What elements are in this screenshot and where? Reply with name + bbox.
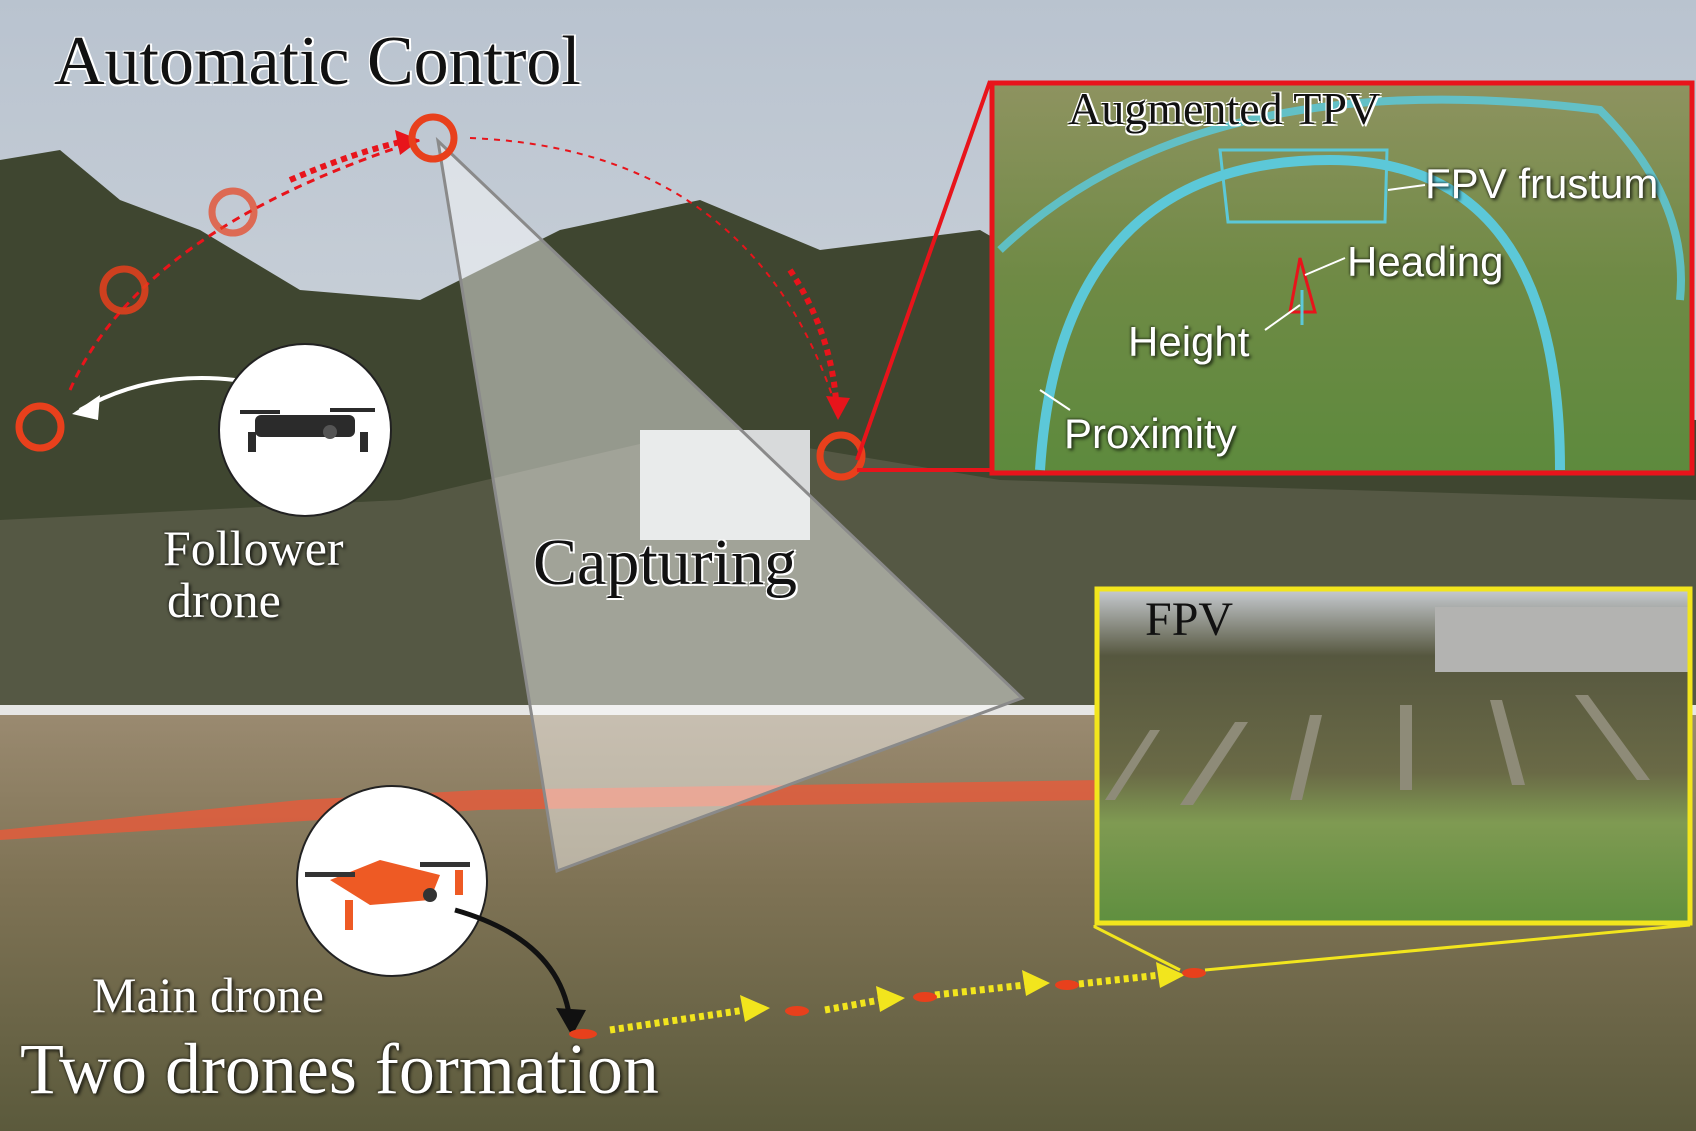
railing (0, 705, 1696, 715)
drone-positions (15, 113, 866, 481)
trajectory-arrow-2 (787, 268, 839, 401)
follower-label-line2: drone (167, 572, 281, 628)
main-drone-icon (305, 860, 470, 930)
heading-label: Heading (1347, 238, 1504, 285)
main-drone-label: Main drone (92, 967, 324, 1023)
slope-blocks (1105, 695, 1650, 805)
tpv-title: Augmented TPV (1068, 83, 1381, 134)
formation-path (569, 962, 1206, 1039)
height-label: Height (1128, 318, 1250, 365)
position-marker (99, 265, 149, 315)
position-marker (208, 187, 258, 237)
fpv-frustum-shape (1218, 148, 1389, 224)
proximity-ring-outer (997, 95, 1685, 301)
capturing-label: Capturing (533, 526, 797, 599)
fpv-connector (1093, 925, 1181, 972)
arrowhead-icon (72, 395, 100, 420)
fpv-frustum-label: FPV frustum (1425, 160, 1659, 207)
arrowhead-icon (556, 1008, 586, 1036)
fpv-inset (1094, 586, 1693, 926)
trajectory-dashed-right (469, 137, 841, 421)
tpv-connector (855, 80, 992, 461)
arrowhead-icon (395, 130, 420, 155)
arrowhead-icon (826, 396, 850, 420)
follower-label-line1: Follower (163, 520, 344, 576)
capturing-frustum (435, 136, 1025, 874)
position-marker (15, 402, 65, 452)
fpv-title: FPV (1145, 593, 1234, 646)
main-drone-arrow (454, 907, 573, 1021)
fpv-connector (1204, 923, 1691, 972)
trajectory-dashed (68, 138, 421, 391)
formation-label: Two drones formation (20, 1029, 659, 1109)
position-marker (816, 431, 866, 481)
position-marker (408, 113, 458, 163)
proximity-ring (1035, 154, 1565, 471)
follower-drone-icon (240, 408, 375, 452)
title: Automatic Control (54, 23, 581, 100)
orange-fence (0, 780, 1100, 840)
follower-drone-label: Follower drone (163, 522, 344, 626)
augmented-tpv-inset (989, 80, 1695, 476)
apartment-building (640, 430, 810, 540)
proximity-label: Proximity (1064, 410, 1237, 457)
